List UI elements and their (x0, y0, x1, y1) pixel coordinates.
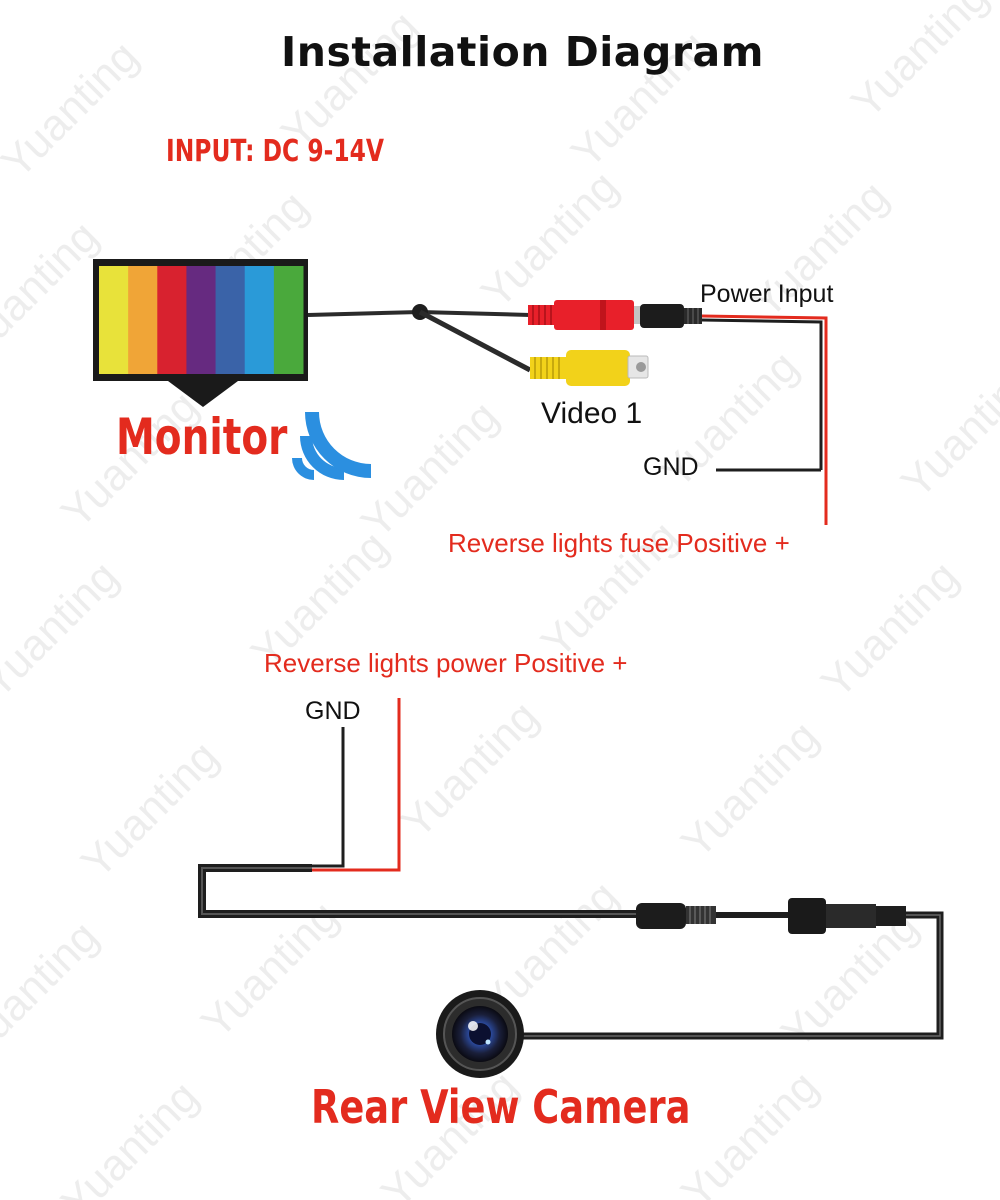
gnd-label-bottom: GND (305, 697, 361, 725)
input-voltage-label: INPUT: DC 9-14V (166, 134, 385, 169)
watermark-text: Yuanting (0, 212, 108, 368)
watermark-text: Yuanting (392, 692, 548, 848)
video-1-label: Video 1 (541, 397, 643, 430)
camera-power-plug (636, 903, 716, 929)
rear-view-camera-label: Rear View Camera (311, 1080, 691, 1134)
monitor-color-bar (128, 266, 158, 374)
monitor-color-bar (157, 266, 187, 374)
reverse-lights-fuse-label: Reverse lights fuse Positive + (448, 528, 790, 558)
monitor-label: Monitor (116, 408, 288, 466)
watermark-text: Yuanting (0, 552, 128, 708)
power-input-label: Power Input (700, 280, 834, 308)
watermark-text: Yuanting (352, 392, 508, 548)
monitor-color-bar (186, 266, 217, 374)
monitor-color-bar (244, 266, 275, 374)
watermark-text: Yuanting (812, 552, 968, 708)
watermark-text: Yuanting (472, 162, 628, 318)
yellow-rca-connector (530, 350, 649, 386)
video-branch-cable (418, 309, 532, 373)
reverse-power-red-wire (312, 698, 401, 872)
monitor-graphic (93, 259, 308, 407)
monitor-color-bar (99, 266, 129, 374)
reverse-lights-power-label: Reverse lights power Positive + (264, 648, 628, 678)
dc-power-socket (640, 304, 702, 328)
monitor-color-bar (215, 266, 246, 374)
monitor-color-bars (99, 266, 304, 374)
monitor-speech-tail (168, 381, 238, 407)
watermark-text: Yuanting (672, 712, 828, 868)
watermark-text: Yuanting (0, 912, 108, 1068)
gnd-label-top: GND (643, 453, 699, 481)
wifi-signal-icon (292, 412, 371, 480)
watermark-text: Yuanting (892, 352, 1000, 508)
red-rca-connector (528, 300, 642, 330)
inline-connector (788, 898, 906, 934)
power-black-wire (701, 318, 823, 470)
gnd-wire-bottom (312, 727, 345, 868)
monitor-wiring (307, 300, 828, 525)
camera-lens-icon (436, 990, 524, 1078)
camera-wiring (198, 698, 944, 1040)
watermark-text: Yuanting (672, 1062, 828, 1200)
power-red-wire (701, 314, 828, 525)
watermark-text: Yuanting (52, 1072, 208, 1200)
monitor-color-bar (273, 266, 304, 374)
diagram-title: Installation Diagram (281, 28, 764, 76)
